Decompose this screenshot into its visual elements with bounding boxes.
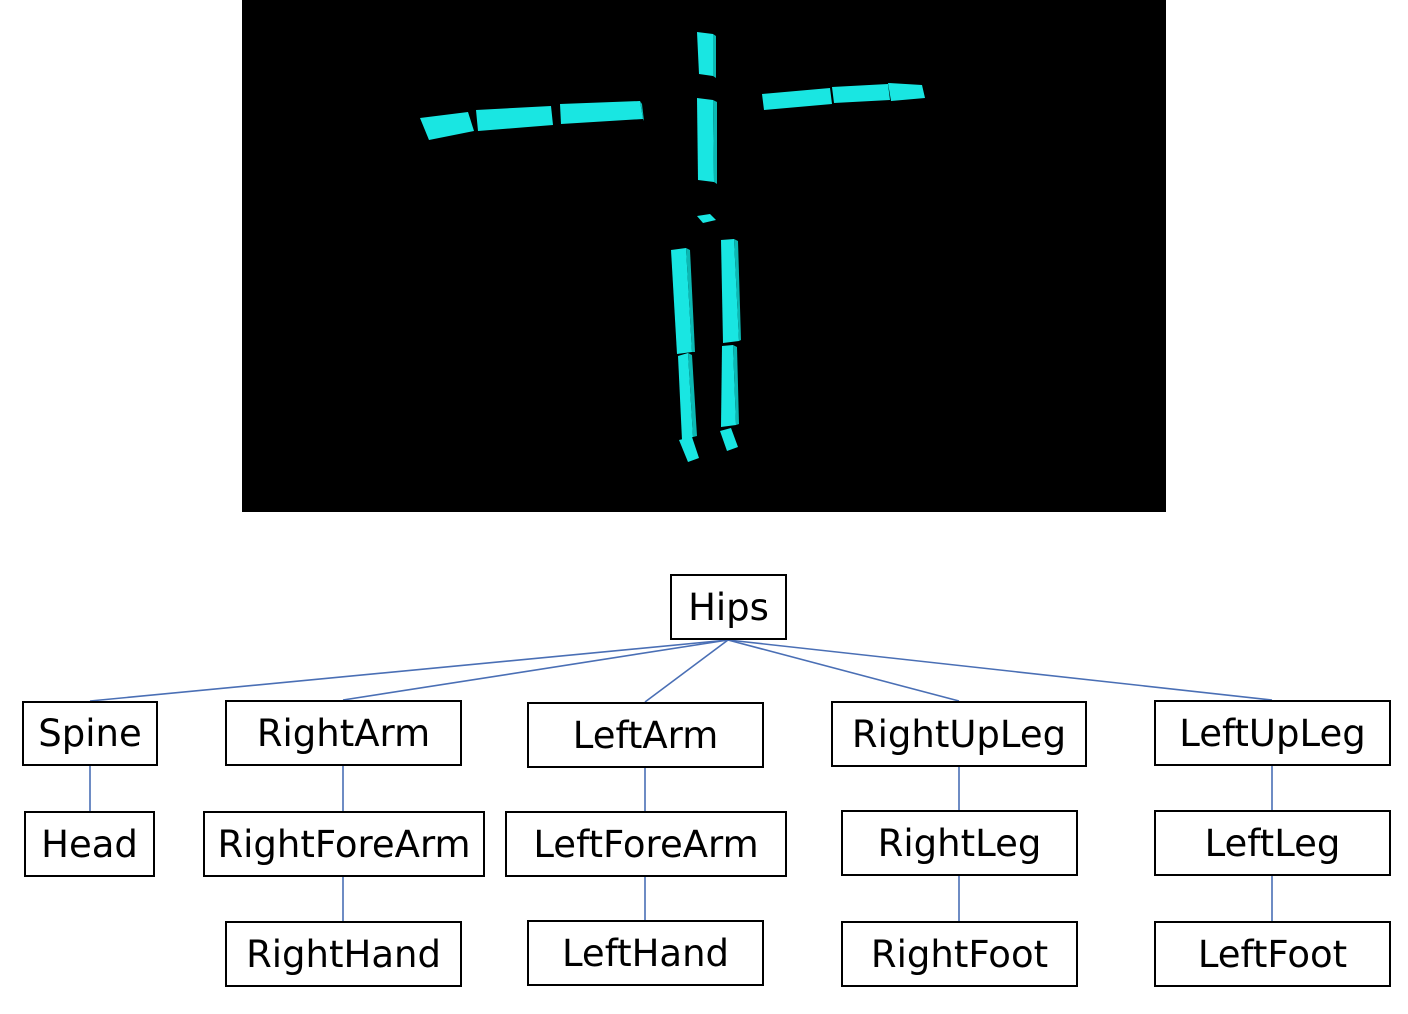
left-foot-bone <box>720 428 738 451</box>
node-label: LeftUpLeg <box>1179 711 1366 755</box>
right-up-leg-bone-side <box>686 248 695 352</box>
node-label: RightForeArm <box>217 822 471 866</box>
node-label: LeftFoot <box>1197 932 1348 976</box>
node-label: RightFoot <box>870 932 1049 976</box>
node-left-fore-arm: LeftForeArm <box>505 811 787 877</box>
node-label: RightArm <box>256 711 431 755</box>
right-hand-bone <box>420 112 474 140</box>
node-label: Head <box>41 822 138 866</box>
node-label: LeftHand <box>561 931 730 975</box>
right-leg-bone-side <box>688 353 697 437</box>
node-label: RightHand <box>246 932 441 976</box>
connector-hips-to-left-up-leg <box>727 639 1273 701</box>
node-left-up-leg: LeftUpLeg <box>1154 700 1391 766</box>
head-bone-side <box>713 34 716 78</box>
left-arm-bone-face <box>762 88 832 110</box>
left-up-leg-bone-face <box>721 239 739 343</box>
left-leg-bone <box>721 345 739 427</box>
left-fore-arm-bone-face <box>832 84 890 103</box>
right-foot-bone <box>679 437 699 462</box>
left-arm-bone <box>762 88 832 110</box>
node-label: LeftLeg <box>1204 821 1341 865</box>
left-foot-bone-face <box>720 428 738 451</box>
left-leg-bone-side <box>733 345 739 425</box>
connector-hips-to-right-arm <box>342 639 729 701</box>
skeleton-render <box>420 32 925 462</box>
left-up-leg-bone <box>721 239 741 343</box>
node-right-leg: RightLeg <box>841 810 1078 876</box>
skeleton-viewport <box>242 0 1166 512</box>
left-hand-bone-face <box>888 83 925 101</box>
connector-hips-to-right-up-leg <box>727 639 960 702</box>
head-bone <box>697 32 716 78</box>
node-left-hand: LeftHand <box>527 920 764 986</box>
left-up-leg-bone-side <box>734 239 741 341</box>
node-left-arm: LeftArm <box>527 702 764 768</box>
node-head: Head <box>24 811 155 877</box>
hips-bone <box>697 214 716 223</box>
node-label: LeftArm <box>572 713 719 757</box>
spine-bone-face <box>697 98 714 182</box>
node-right-fore-arm: RightForeArm <box>203 811 485 877</box>
node-right-hand: RightHand <box>225 921 462 987</box>
right-leg-bone-face <box>678 353 693 440</box>
right-leg-bone <box>678 353 697 440</box>
node-label: RightUpLeg <box>851 712 1067 756</box>
head-bone-face <box>697 32 713 76</box>
node-right-up-leg: RightUpLeg <box>831 701 1087 767</box>
node-label: LeftForeArm <box>533 822 759 866</box>
right-hand-bone-face <box>420 112 474 140</box>
node-right-arm: RightArm <box>225 700 462 766</box>
node-left-leg: LeftLeg <box>1154 810 1391 876</box>
spine-bone <box>697 98 717 184</box>
node-spine: Spine <box>22 701 158 766</box>
right-foot-bone-face <box>679 437 699 462</box>
spine-bone-side <box>713 100 717 184</box>
left-leg-bone-face <box>721 345 736 427</box>
left-hand-bone <box>888 83 925 101</box>
left-fore-arm-bone <box>832 84 890 103</box>
right-fore-arm-bone <box>476 106 553 131</box>
right-up-leg-bone <box>671 248 695 354</box>
right-arm-bone <box>560 101 644 124</box>
right-up-leg-bone-face <box>671 248 692 354</box>
right-fore-arm-bone-face <box>476 106 553 131</box>
hips-bone-face <box>697 214 716 223</box>
right-arm-bone-side <box>640 101 644 121</box>
node-left-foot: LeftFoot <box>1154 921 1391 987</box>
node-hips: Hips <box>670 574 787 640</box>
right-arm-bone-face <box>560 101 643 124</box>
node-right-foot: RightFoot <box>841 921 1078 987</box>
node-label: Spine <box>38 712 142 755</box>
node-label: Hips <box>688 585 769 629</box>
connector-hips-to-spine <box>89 639 729 702</box>
node-label: RightLeg <box>877 821 1042 865</box>
connector-hips-to-left-arm <box>644 639 729 703</box>
